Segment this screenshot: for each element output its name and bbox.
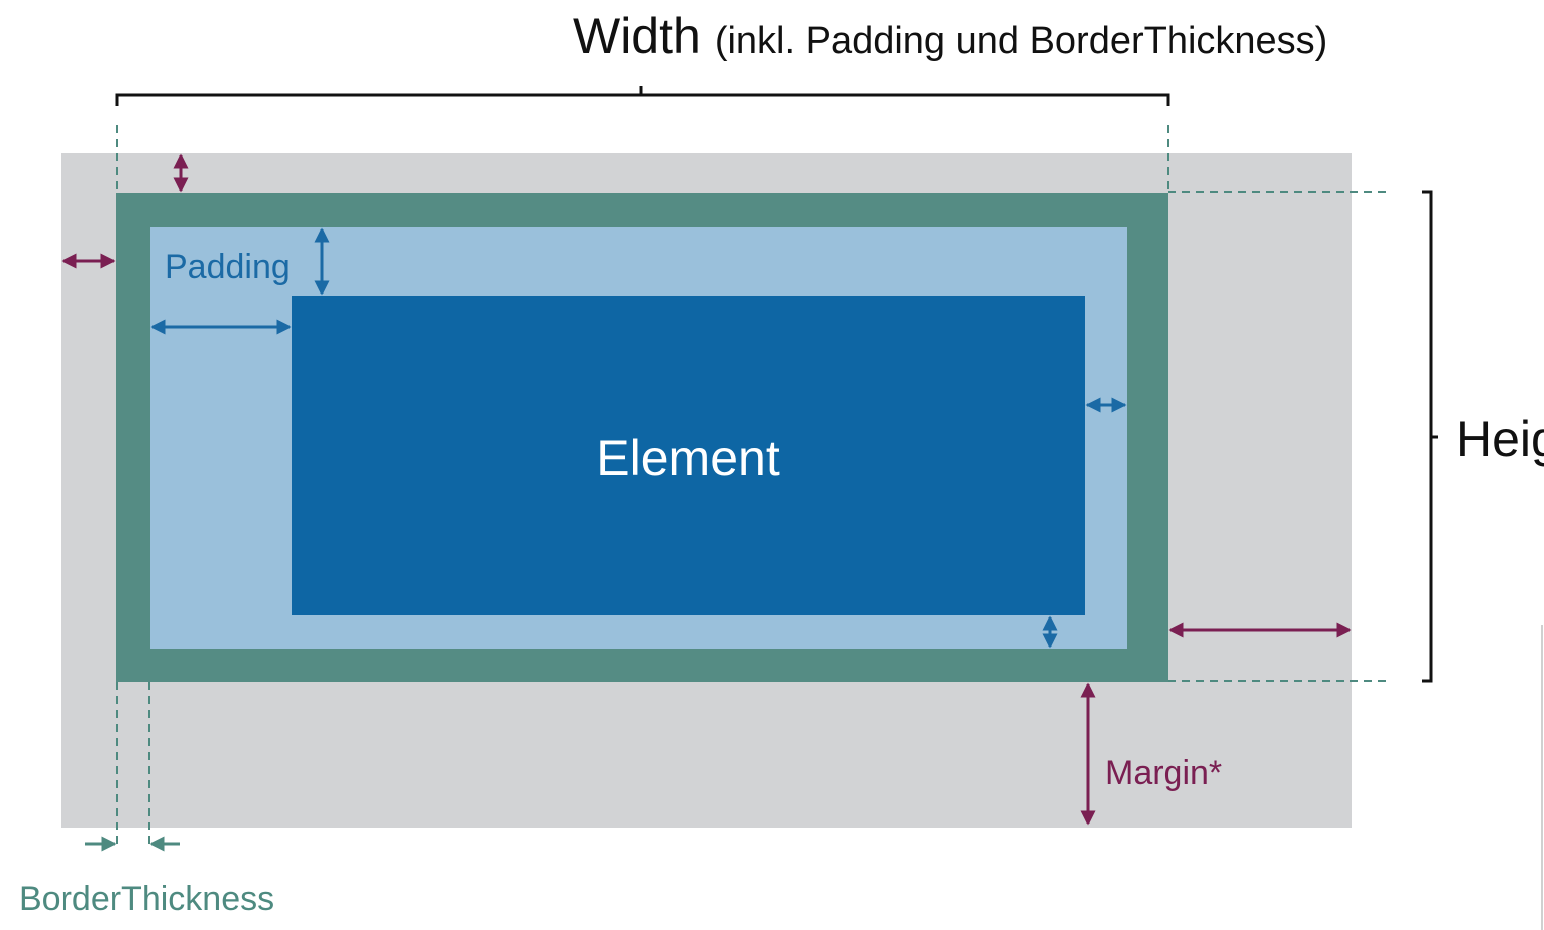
element-box	[292, 296, 1085, 615]
border-thickness-label: BorderThickness	[19, 880, 274, 918]
margin-label: Margin*	[1105, 754, 1222, 792]
margin-arrows	[61, 153, 1352, 826]
padding-label: Padding	[165, 248, 290, 286]
width-label: Width (inkl. Padding und BorderThickness)	[573, 8, 1327, 64]
dashed-guides	[116, 125, 1390, 848]
padding-arrows	[150, 227, 1127, 649]
width-label-main: Width	[573, 8, 701, 64]
width-label-note: (inkl. Padding und BorderThickness)	[715, 20, 1328, 62]
width-bracket	[115, 86, 1170, 106]
element-label: Element	[596, 430, 780, 486]
height-label: Height	[1456, 411, 1544, 467]
height-bracket	[1422, 190, 1438, 683]
